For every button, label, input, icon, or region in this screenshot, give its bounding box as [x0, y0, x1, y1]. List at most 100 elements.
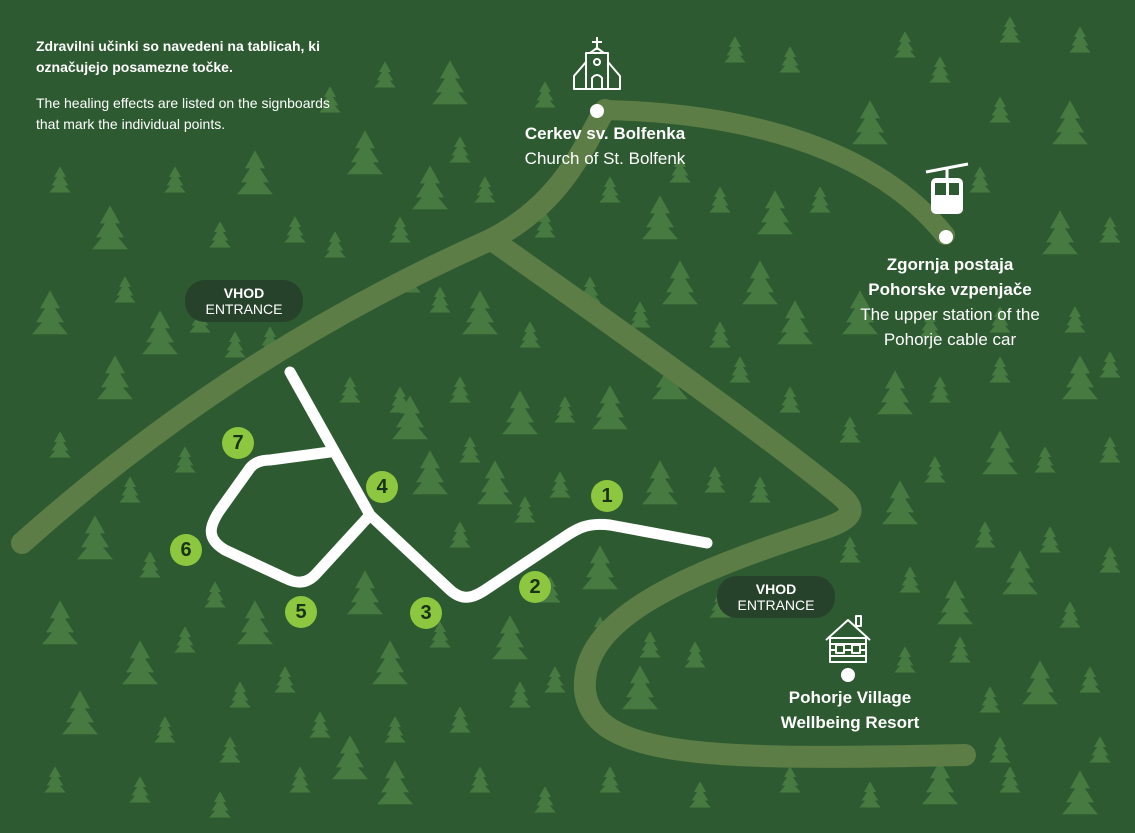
tree-icon	[224, 331, 246, 358]
tree-icon	[534, 786, 556, 813]
tree-icon	[549, 471, 571, 498]
tree-icon	[534, 81, 556, 108]
tree-icon	[899, 566, 921, 593]
tree-icon	[384, 716, 406, 743]
cabin-icon	[825, 615, 871, 663]
tree-icon	[289, 766, 311, 793]
tree-icon	[42, 600, 78, 645]
tree-icon	[274, 666, 296, 693]
tree-icon	[1099, 546, 1121, 573]
tree-icon	[449, 706, 471, 733]
tree-icon	[974, 521, 996, 548]
tree-icon	[377, 760, 413, 805]
cable-car-name-english-1: The upper station of the	[860, 305, 1040, 324]
tree-icon	[229, 681, 251, 708]
tree-icon	[474, 176, 496, 203]
tree-icon	[429, 286, 451, 313]
tree-icon	[662, 260, 698, 305]
tree-icon	[1099, 436, 1121, 463]
trail-point-1[interactable]: 1	[591, 480, 623, 512]
tree-icon	[154, 716, 176, 743]
tree-icon	[209, 221, 231, 248]
tree-icon	[412, 165, 448, 210]
tree-icon	[347, 570, 383, 615]
tree-icon	[1099, 351, 1121, 378]
tree-icon	[502, 390, 538, 435]
tree-icon	[492, 615, 528, 660]
tree-icon	[1099, 216, 1121, 243]
tree-icon	[859, 781, 881, 808]
tree-icon	[1069, 26, 1091, 53]
trail-point-2[interactable]: 2	[519, 571, 551, 603]
tree-icon	[204, 581, 226, 608]
tree-icon	[32, 290, 68, 335]
entrance-badge-east[interactable]: VHOD ENTRANCE	[717, 576, 835, 618]
tree-icon	[449, 376, 471, 403]
tree-icon	[389, 216, 411, 243]
trail-point-6[interactable]: 6	[170, 534, 202, 566]
cable-car-name-slovenian-1: Zgornja postaja	[886, 255, 1014, 274]
cable-car-label[interactable]: Zgornja postaja Pohorske vzpenjače The u…	[820, 252, 1080, 352]
tree-icon	[629, 301, 651, 328]
tree-icon	[757, 190, 793, 235]
tree-icon	[684, 641, 706, 668]
tree-icon	[882, 480, 918, 525]
church-location-dot[interactable]	[590, 104, 604, 118]
trail-point-4[interactable]: 4	[366, 471, 398, 503]
tree-icon	[49, 431, 71, 458]
trail-point-7[interactable]: 7	[222, 427, 254, 459]
tree-icon	[929, 376, 951, 403]
tree-icon	[219, 736, 241, 763]
tree-icon	[724, 36, 746, 63]
tree-icon	[339, 376, 361, 403]
tree-icon	[332, 735, 368, 780]
tree-icon	[639, 631, 661, 658]
tree-icon	[122, 640, 158, 685]
tree-icon	[1062, 770, 1098, 815]
tree-icon	[1079, 666, 1101, 693]
resort-name-2: Wellbeing Resort	[780, 713, 920, 732]
tree-icon	[877, 370, 913, 415]
church-label[interactable]: Cerkev sv. Bolfenka Church of St. Bolfen…	[470, 121, 740, 171]
tree-icon	[949, 636, 971, 663]
trail-point-5[interactable]: 5	[285, 596, 317, 628]
entrance-label-english: ENTRANCE	[737, 597, 815, 613]
tree-icon	[92, 205, 128, 250]
tree-icon	[779, 386, 801, 413]
tree-icon	[979, 686, 1001, 713]
tree-icon	[174, 626, 196, 653]
tree-icon	[894, 31, 916, 58]
tree-icon	[449, 136, 471, 163]
tree-icon	[1002, 550, 1038, 595]
trail-point-3[interactable]: 3	[410, 597, 442, 629]
resort-name-1: Pohorje Village	[788, 688, 912, 707]
cable-car-location-dot[interactable]	[939, 230, 953, 244]
healing-trail	[205, 366, 713, 603]
resort-location-dot[interactable]	[841, 668, 855, 682]
tree-icon	[582, 545, 618, 590]
tree-icon	[704, 466, 726, 493]
tree-icon	[114, 276, 136, 303]
tree-icon	[729, 356, 751, 383]
tree-icon	[777, 300, 813, 345]
tree-icon	[477, 460, 513, 505]
access-road-cable	[595, 100, 955, 245]
tree-icon	[749, 476, 771, 503]
tree-icon	[1089, 736, 1111, 763]
tree-icon	[1052, 100, 1088, 145]
tree-icon	[459, 436, 481, 463]
tree-icon	[982, 430, 1018, 475]
entrance-label-slovenian: VHOD	[755, 581, 797, 597]
resort-label[interactable]: Pohorje Village Wellbeing Resort	[730, 685, 970, 735]
tree-icon	[989, 356, 1011, 383]
tree-icon	[432, 60, 468, 105]
cable-car-icon	[925, 162, 969, 214]
access-road-resort	[481, 229, 976, 768]
tree-icon	[1034, 446, 1056, 473]
tree-icon	[989, 96, 1011, 123]
tree-icon	[689, 781, 711, 808]
entrance-badge-west[interactable]: VHOD ENTRANCE	[185, 280, 303, 322]
intro-text-english: The healing effects are listed on the si…	[36, 95, 330, 132]
tree-icon	[1039, 526, 1061, 553]
